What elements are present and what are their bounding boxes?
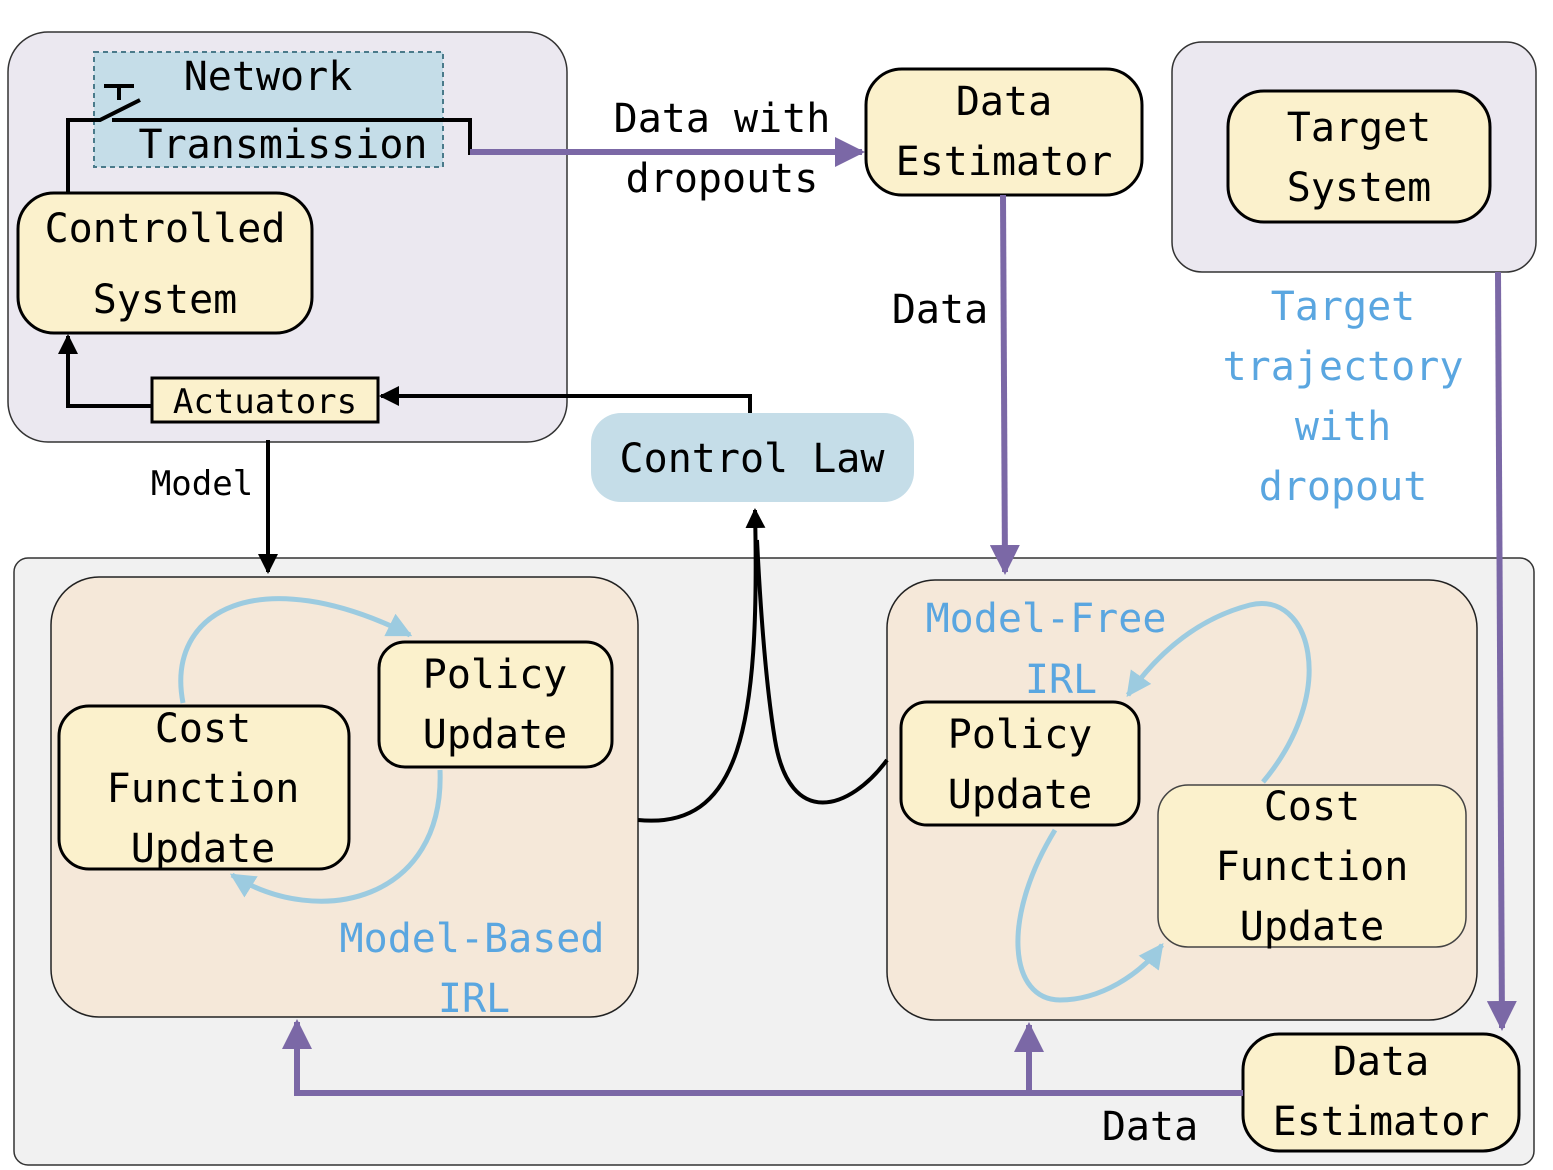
controlled-system-line2: System: [93, 277, 238, 323]
mb-label-line2: IRL: [438, 976, 510, 1022]
target-trajectory-line2: trajectory: [1223, 344, 1464, 390]
curve-model-based-to-control-law: [637, 508, 766, 823]
data-with-dropouts-line1: Data with: [614, 96, 831, 142]
network-transmission-line2: Transmission: [139, 122, 428, 168]
mf-label-line2: IRL: [1025, 657, 1097, 703]
control-law-label: Control Law: [620, 436, 886, 482]
arrow-target-trajectory: [1486, 271, 1517, 1031]
mf-policy-line2: Update: [948, 772, 1093, 818]
mb-policy-line1: Policy: [423, 652, 568, 698]
controlled-system-line1: Controlled: [45, 206, 286, 252]
mb-cycle-arrow-bottom: [229, 769, 443, 904]
data-estimator-top-line2: Estimator: [896, 139, 1113, 185]
model-label: Model: [151, 464, 253, 504]
target-trajectory-line1: Target: [1271, 284, 1416, 330]
controlled-system-box: [16, 191, 314, 335]
network-transmission-box: [93, 51, 444, 168]
target-system-line1: Target: [1287, 105, 1432, 151]
mb-policy-update-box: [377, 640, 614, 769]
mf-cost-function-box: [1157, 784, 1467, 948]
mf-label-line1: Model-Free: [926, 596, 1167, 642]
mf-policy-update-box: [899, 700, 1141, 827]
mf-cost-line2: Function: [1216, 844, 1409, 890]
mb-cost-function-box: [57, 704, 351, 871]
target-trajectory-line4: dropout: [1259, 464, 1428, 510]
control-law-box: [591, 413, 914, 502]
data-bottom-label: Data: [1102, 1104, 1198, 1150]
target-trajectory-line3: with: [1295, 404, 1391, 450]
mb-cost-line3: Update: [131, 826, 276, 872]
data-estimator-bottom-line2: Estimator: [1273, 1099, 1490, 1145]
network-transmission-line1: Network: [184, 54, 353, 100]
mf-cost-line3: Update: [1240, 904, 1385, 950]
data-estimator-bottom-line1: Data: [1333, 1039, 1429, 1085]
actuators-box: [150, 376, 380, 424]
arrow-actuators-to-system: [58, 334, 152, 408]
arrow-controllaw-to-actuators: [379, 386, 752, 413]
arrow-bottom-data-to-model-based: [282, 1019, 1243, 1096]
mb-cost-line1: Cost: [155, 706, 251, 752]
data-with-dropouts-line2: dropouts: [626, 156, 819, 202]
mf-policy-line1: Policy: [948, 712, 1093, 758]
mf-cost-line1: Cost: [1264, 784, 1360, 830]
arrow-data-to-model-free: [989, 194, 1020, 575]
mb-cost-line2: Function: [107, 766, 300, 812]
switch-wire: [66, 84, 472, 193]
curve-model-free-to-control-law: [755, 539, 889, 805]
target-system-line2: System: [1287, 165, 1432, 211]
target-system-box: [1226, 89, 1492, 224]
mb-cycle-arrow-top: [178, 596, 413, 704]
data-vertical-label: Data: [892, 287, 988, 333]
actuators-label: Actuators: [173, 382, 357, 422]
mf-cycle-arrow-top: [1125, 601, 1312, 784]
mf-cycle-arrow-bottom: [1015, 828, 1165, 1003]
data-estimator-top-line1: Data: [956, 79, 1052, 125]
mb-label-line1: Model-Based: [340, 916, 605, 962]
mb-policy-line2: Update: [423, 712, 568, 758]
